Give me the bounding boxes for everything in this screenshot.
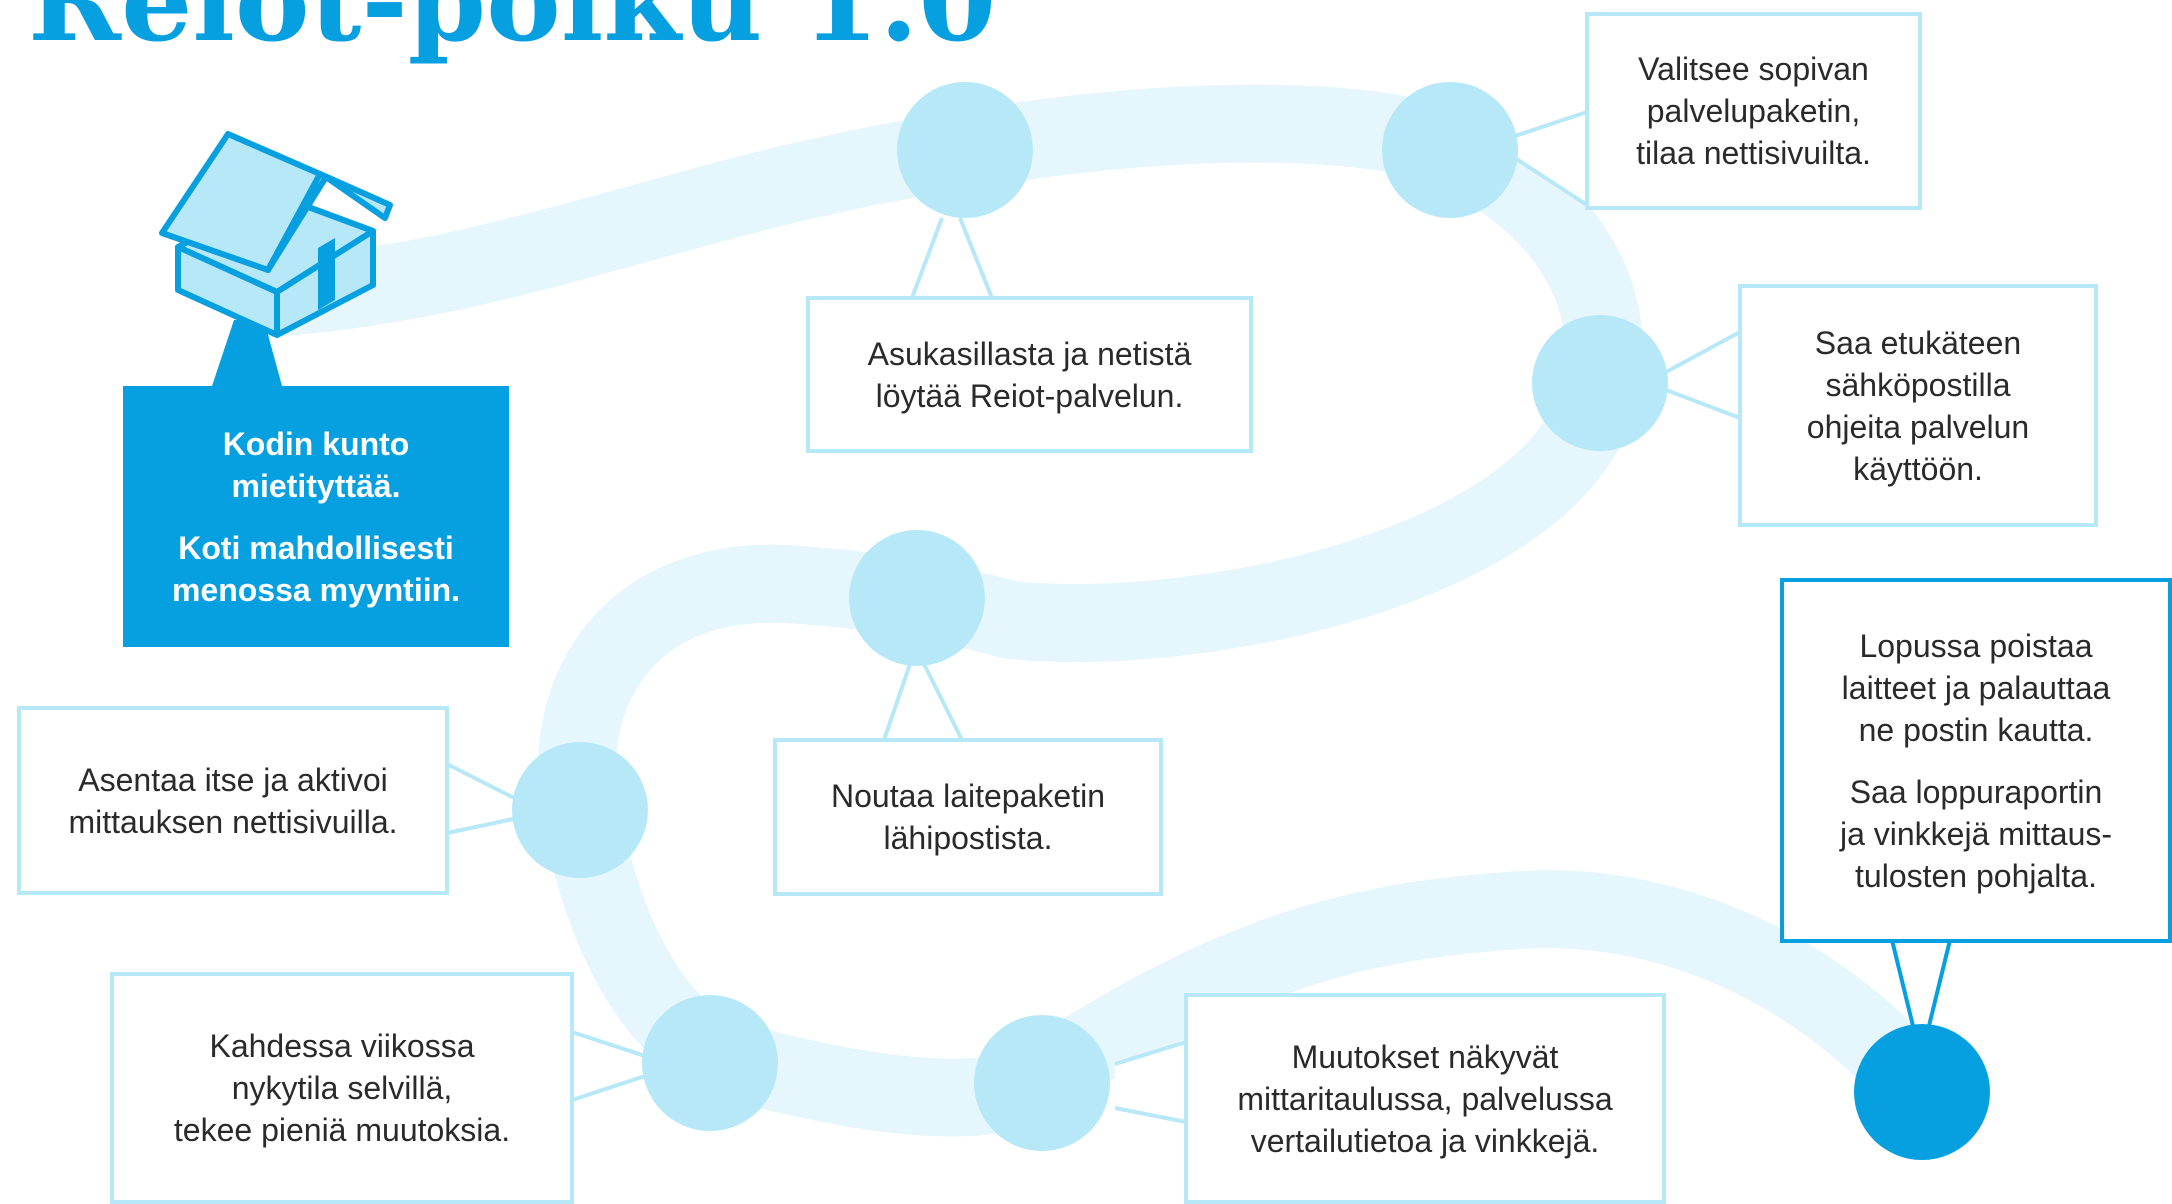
step-node-1 [897, 82, 1033, 218]
step-node-8 [1854, 1024, 1990, 1160]
step-node-6 [642, 995, 778, 1131]
step-text-line: mittauksen nettisivuilla. [68, 803, 398, 840]
step-node-7 [974, 1015, 1110, 1151]
step-text-line: Valitsee sopivan [1638, 51, 1869, 87]
step-text-line: laitteet ja palauttaa [1841, 669, 2111, 706]
connector-5 [446, 762, 519, 835]
step-text-line: löytää Reiot-palvelun. [875, 377, 1184, 414]
step-box-2: Valitsee sopivan palvelupaketin, tilaa n… [1585, 12, 1922, 210]
step-text-line: Kahdessa viikossa [209, 1028, 475, 1064]
step-box-8: Lopussa poistaa laitteet ja palauttaa ne… [1780, 578, 2172, 943]
connector-2 [1513, 110, 1589, 207]
step-text-line: ne postin kautta. [1858, 711, 2094, 748]
step-text-line: ja vinkkejä mittaus- [1839, 815, 2113, 852]
connector-4 [882, 663, 964, 741]
connector-6 [571, 1030, 646, 1102]
step-text-line: Asukasillasta ja netistä [867, 335, 1192, 372]
step-box-6: Kahdessa viikossa nykytila selvillä, tek… [110, 972, 574, 1204]
step-node-5 [512, 742, 648, 878]
step-box-4: Noutaa laitepaketin lähipostista. [773, 738, 1163, 896]
connector-8 [1890, 938, 1952, 1031]
step-text-line: Saa etukäteen [1814, 324, 2022, 361]
start-text-line: Kodin kunto [222, 425, 410, 462]
step-text-line: tekee pieniä muutoksia. [173, 1112, 511, 1148]
connector-start [212, 320, 282, 386]
step-text-line: vertailutietoa ja vinkkejä. [1250, 1122, 1600, 1159]
step-text-line: Lopussa poistaa [1859, 627, 2093, 664]
step-text-line: nykytila selvillä, [231, 1070, 453, 1106]
step-text-line: Muutokset näkyvät [1291, 1038, 1559, 1075]
connector-1 [910, 217, 994, 299]
start-text-line: Koti mahdollisesti [178, 529, 454, 566]
step-text-line: käyttöön. [1853, 450, 1983, 487]
connector-3 [1665, 330, 1741, 420]
step-node-3 [1532, 315, 1668, 451]
step-node-2 [1382, 82, 1518, 218]
step-text-line: Saa loppuraportin [1849, 773, 2103, 810]
step-text-line: tulosten pohjalta. [1855, 857, 2097, 894]
step-text-line: lähipostista. [883, 820, 1053, 856]
step-box-7: Muutokset näkyvät mittaritaulussa, palve… [1184, 993, 1666, 1204]
step-text-line: palvelupaketin, [1646, 93, 1861, 129]
page-title: Reiot-polku 1.0 [28, 0, 997, 67]
step-text-line: Asentaa itse ja aktivoi [78, 761, 388, 798]
step-box-1: Asukasillasta ja netistä löytää Reiot-pa… [806, 296, 1253, 453]
start-box: Kodin kunto mietityttää. Koti mahdollise… [123, 386, 509, 647]
start-text-line: menossa myyntiin. [171, 571, 461, 608]
connector-7 [1114, 1040, 1187, 1124]
step-box-5: Asentaa itse ja aktivoi mittauksen netti… [17, 706, 449, 895]
journey-path [231, 84, 1959, 1137]
step-text-line: sähköpostilla [1825, 366, 2011, 403]
step-text-line: mittaritaulussa, palvelussa [1237, 1080, 1613, 1117]
step-node-4 [849, 530, 985, 666]
step-text-line: ohjeita palvelun [1806, 408, 2030, 445]
step-box-3: Saa etukäteen sähköpostilla ohjeita palv… [1738, 284, 2098, 527]
step-text-line: tilaa nettisivuilta. [1636, 135, 1871, 171]
step-text-line: Noutaa laitepaketin [831, 778, 1105, 814]
start-text-line: mietityttää. [231, 467, 401, 504]
house-icon [159, 131, 393, 338]
